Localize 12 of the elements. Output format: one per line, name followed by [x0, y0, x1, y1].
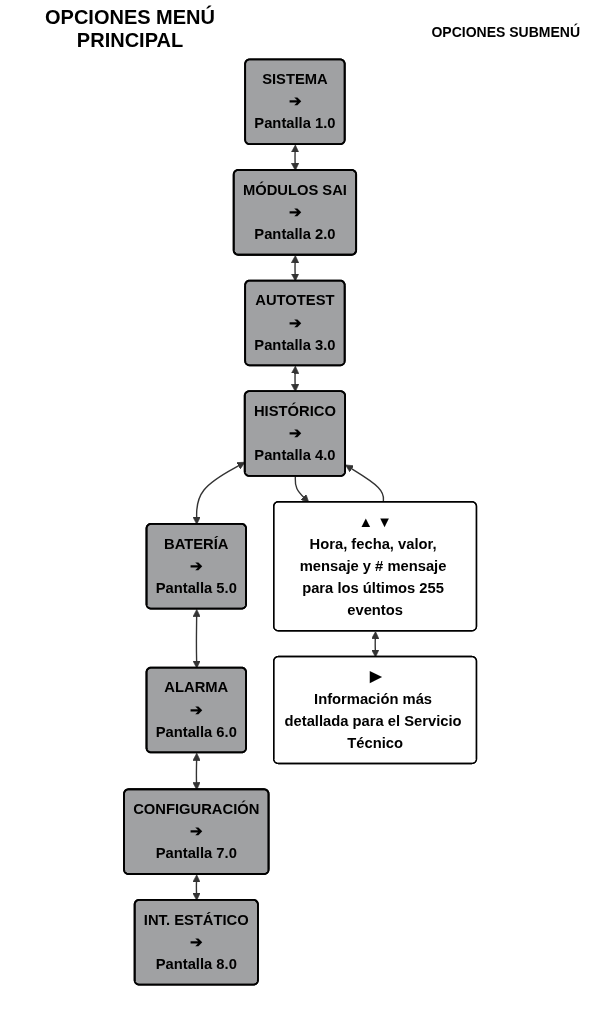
arrow [294, 475, 309, 503]
column-heading: OPCIONES SUBMENÚ [431, 24, 580, 40]
arrow [192, 874, 201, 901]
title: OPCIONES MENÚ PRINCIPAL [44, 6, 216, 52]
arrow [192, 752, 201, 791]
arrow [371, 631, 380, 658]
arrow [192, 609, 201, 669]
arrow [192, 461, 245, 525]
arrow [290, 255, 299, 282]
arrow [290, 144, 299, 171]
arrow [344, 464, 384, 503]
arrow [290, 365, 299, 392]
